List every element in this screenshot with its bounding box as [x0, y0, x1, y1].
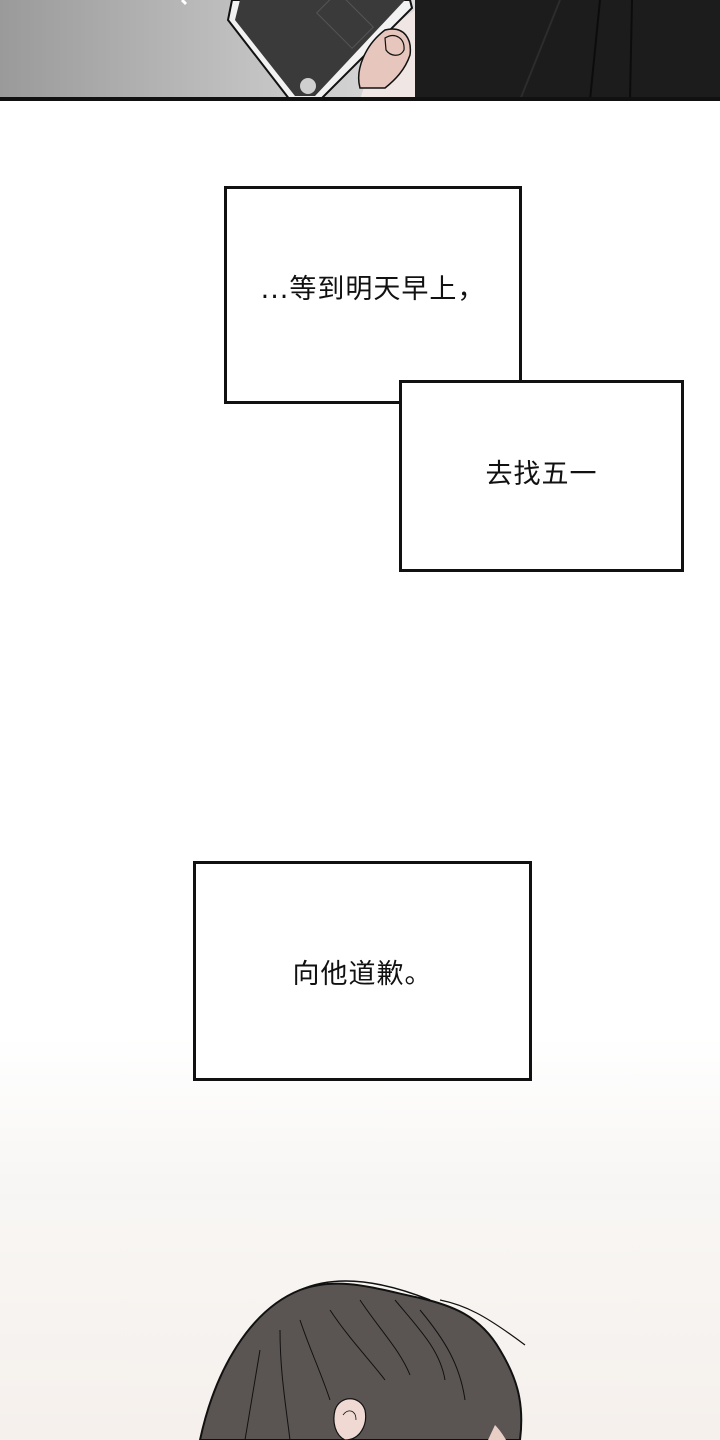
caption-box-second: 去找五一 — [399, 380, 684, 572]
caption-join-edge — [224, 401, 402, 404]
caption-text: ...等到明天早上， — [260, 274, 486, 305]
bottom-hair-panel — [0, 1200, 720, 1440]
caption-text: 向他道歉。 — [292, 958, 433, 990]
top-phone-panel — [0, 0, 720, 100]
phone-button-icon — [300, 78, 316, 94]
caption-box-first: ...等到明天早上， — [224, 186, 522, 404]
phone-hand-illustration — [0, 0, 720, 100]
caption-text: 去找五一 — [485, 458, 598, 490]
hair-illustration — [198, 1280, 526, 1440]
caption-join — [402, 383, 519, 405]
panel-border — [0, 97, 720, 101]
caption-box-third: 向他道歉。 — [193, 861, 532, 1081]
ear-icon — [333, 1398, 367, 1440]
